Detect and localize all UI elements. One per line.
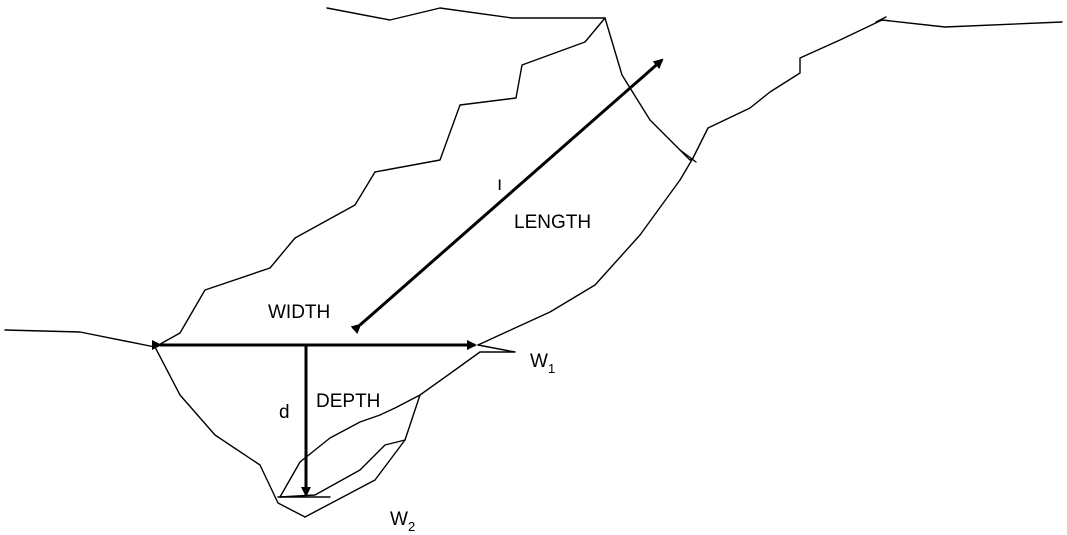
depth-symbol: d xyxy=(279,402,290,423)
upper-left-bank xyxy=(154,7,606,348)
inner-channel-inner xyxy=(279,439,406,498)
left-ground xyxy=(4,329,156,348)
section-right-bank xyxy=(304,344,516,518)
length-label: LENGTH xyxy=(514,212,591,233)
w1-main: W xyxy=(530,351,548,372)
depth-label: DEPTH xyxy=(316,391,380,412)
bank-tick xyxy=(679,149,697,163)
w2-subscript: 2 xyxy=(408,519,415,534)
w2-label: W2 xyxy=(390,509,415,534)
section-left-bank xyxy=(154,346,306,518)
right-ground xyxy=(692,19,1063,159)
ground-break-mark xyxy=(875,16,887,23)
w1-subscript: 1 xyxy=(548,361,555,376)
w2-main: W xyxy=(390,509,408,530)
width-label: WIDTH xyxy=(268,302,330,323)
length-marker: ı xyxy=(497,174,502,195)
upper-right-bank xyxy=(477,17,694,346)
w1-label: W1 xyxy=(530,351,555,376)
inner-channel-outer xyxy=(279,394,421,498)
length-arrow xyxy=(350,58,664,335)
